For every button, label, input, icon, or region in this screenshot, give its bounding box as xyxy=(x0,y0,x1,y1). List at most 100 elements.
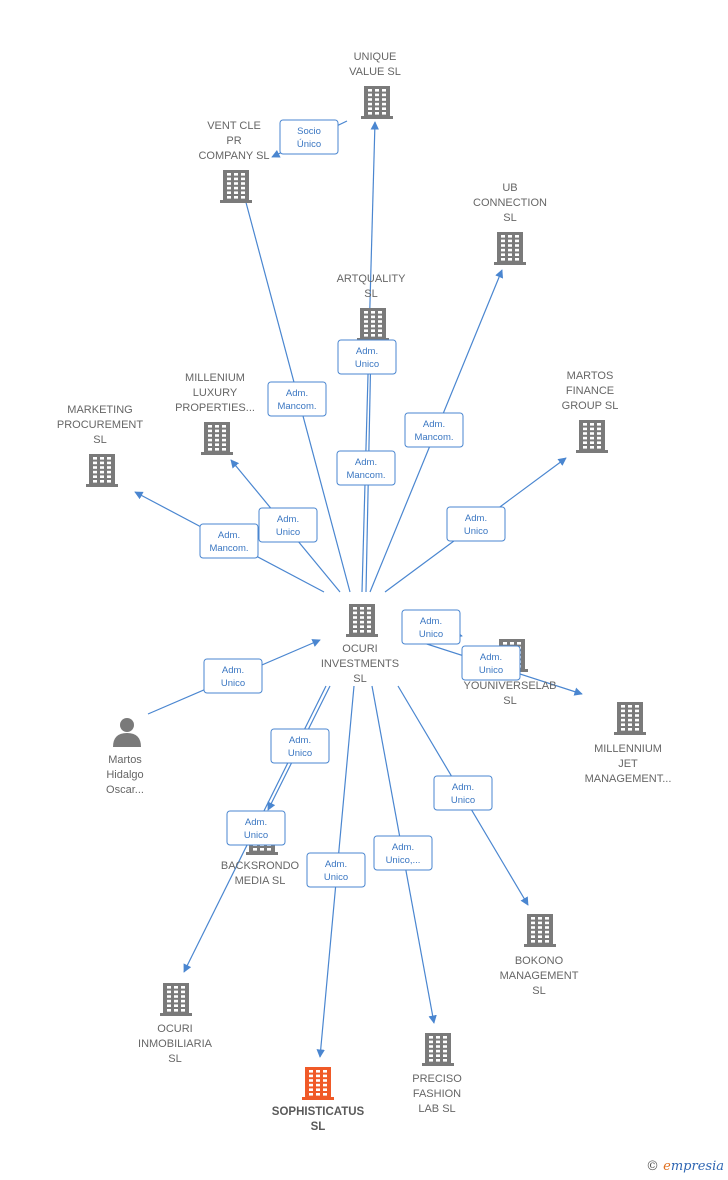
building-icon xyxy=(201,422,233,455)
node-ocurinmo[interactable]: OCURI INMOBILIARIA SL xyxy=(138,983,213,1065)
edge-label-text: Adm. xyxy=(289,735,311,746)
edge-label-text: Adm. xyxy=(277,514,299,525)
node-ub[interactable]: UB CONNECTION SL xyxy=(473,182,547,265)
edge-label-ocuri-to-martosfin[interactable]: Adm.Unico xyxy=(446,506,506,542)
building-icon xyxy=(220,170,252,203)
edge-label-ocuri-to-millenium[interactable]: Adm.Unico xyxy=(258,507,318,543)
edge-label-text: Adm. xyxy=(423,419,445,430)
building-icon xyxy=(494,232,526,265)
edge-label-text: Unico,... xyxy=(386,855,421,866)
building-icon xyxy=(361,86,393,119)
edge-label-box xyxy=(404,412,464,448)
node-martosp[interactable]: MartosHidalgoOscar... xyxy=(106,718,144,796)
node-label-line: JET xyxy=(618,758,638,770)
node-unique[interactable]: UNIQUE VALUE SL xyxy=(349,51,401,119)
node-label-line: FINANCE xyxy=(566,385,614,397)
node-label-line: MARKETING xyxy=(67,404,132,416)
edge-label-ocuri-to-youniverse[interactable]: Adm. Unico xyxy=(401,609,461,645)
edge-label-text: Unico xyxy=(288,748,312,759)
node-label-line: SOPHISTICATUS xyxy=(272,1106,365,1118)
edge-label-text: Adm. xyxy=(420,616,442,627)
edge-label-text: Socio xyxy=(297,126,321,137)
node-label-line: BOKONO xyxy=(515,955,564,967)
node-label-line: PRECISO xyxy=(412,1073,462,1085)
edge-label-text: Adm. xyxy=(325,859,347,870)
node-label-line: CONNECTION xyxy=(473,197,547,209)
edge-label-ocuri-to-artquality[interactable]: Adm.Unico xyxy=(337,339,397,375)
edge-label-ocuri-to-preciso[interactable]: Adm. Unico,... xyxy=(373,835,433,871)
node-label-line: SL xyxy=(93,434,106,446)
node-label-line: VALUE SL xyxy=(349,66,401,78)
edge-label-ocuri-to-marketing[interactable]: Adm. Mancom. xyxy=(199,523,259,559)
node-label-line: PROPERTIES... xyxy=(175,402,255,414)
node-label-line: ARTQUALITY xyxy=(337,273,407,285)
building-icon xyxy=(86,454,118,487)
building-icon xyxy=(614,702,646,735)
node-artquality[interactable]: ARTQUALITY SL xyxy=(337,273,407,341)
edge-label-ocuri-to-ub[interactable]: Adm. Mancom. xyxy=(404,412,464,448)
edge-label-ocuri-to-backsrondo[interactable]: Adm. Unico xyxy=(270,728,330,764)
edge-label-text: Adm. xyxy=(392,842,414,853)
edge-label-text: Unico xyxy=(464,526,488,537)
edge-label-ocuri-to-ventcle[interactable]: Adm.Mancom. xyxy=(267,381,327,417)
node-label-line: MILLENIUM xyxy=(185,372,245,384)
node-label-line: UNIQUE xyxy=(354,51,397,63)
edge-label-ocuri-to-bokono[interactable]: Adm.Unico xyxy=(433,775,493,811)
edge-label-martosp-to-ocuri[interactable]: Adm.Unico xyxy=(203,658,263,694)
node-millenium[interactable]: MILLENIUMLUXURYPROPERTIES... xyxy=(175,372,255,455)
node-label-line: Oscar... xyxy=(106,784,144,796)
edge-label-box xyxy=(461,645,521,681)
edge-label-text: Mancom. xyxy=(414,432,453,443)
edge-label-box xyxy=(306,852,366,888)
node-label-line: MEDIA SL xyxy=(235,875,286,887)
edge-label-ocuri-to-ocurinmo[interactable]: Adm.Unico xyxy=(226,810,286,846)
edge-label-box xyxy=(337,339,397,375)
edge-label-text: Adm. xyxy=(356,346,378,357)
building-icon xyxy=(357,308,389,341)
node-label-line: SL xyxy=(503,212,516,224)
edge-label-ocuri-to-sophisticatus[interactable]: Adm. Unico xyxy=(306,852,366,888)
node-label-line: UB xyxy=(502,182,517,194)
edge-label-box xyxy=(199,523,259,559)
building-icon xyxy=(422,1033,454,1066)
node-label-line: MANAGEMENT xyxy=(500,970,579,982)
edge-label-text: Adm. xyxy=(218,530,240,541)
person-icon xyxy=(113,718,141,747)
node-label-line: Martos xyxy=(108,754,142,766)
edge-label-ocuri-to-unique[interactable]: Adm.Mancom. xyxy=(336,450,396,486)
brand-initial: e xyxy=(663,1159,671,1174)
edge-label-box xyxy=(270,728,330,764)
node-label-line: MANAGEMENT... xyxy=(585,773,672,785)
edge-label-text: Adm. xyxy=(222,665,244,676)
node-label-line: GROUP SL xyxy=(562,400,619,412)
node-label-line: SL xyxy=(364,288,377,300)
node-millennium[interactable]: MILLENNIUMJETMANAGEMENT... xyxy=(585,702,672,785)
edge-label-text: Unico xyxy=(419,629,443,640)
node-label-line: INMOBILIARIA xyxy=(138,1038,213,1050)
node-label-line: Hidalgo xyxy=(106,769,143,781)
node-label-line: YOUNIVERSELAB xyxy=(464,680,557,692)
edge-label-text: Adm. xyxy=(355,457,377,468)
brand-name: mpresia xyxy=(670,1159,724,1174)
edge-label-text: Único xyxy=(297,139,321,150)
edge-label-text: Unico xyxy=(324,872,348,883)
edge-label-ocuri-to-millennium[interactable]: Adm.Unico xyxy=(461,645,521,681)
edge-label-text: Mancom. xyxy=(277,401,316,412)
edge-label-box xyxy=(279,119,339,155)
edge-label-box xyxy=(226,810,286,846)
building-icon xyxy=(576,420,608,453)
node-label-line: INVESTMENTS xyxy=(321,658,399,670)
edge-label-text: Mancom. xyxy=(209,543,248,554)
node-label-line: SL xyxy=(168,1053,181,1065)
node-label-line: OCURI xyxy=(157,1023,192,1035)
